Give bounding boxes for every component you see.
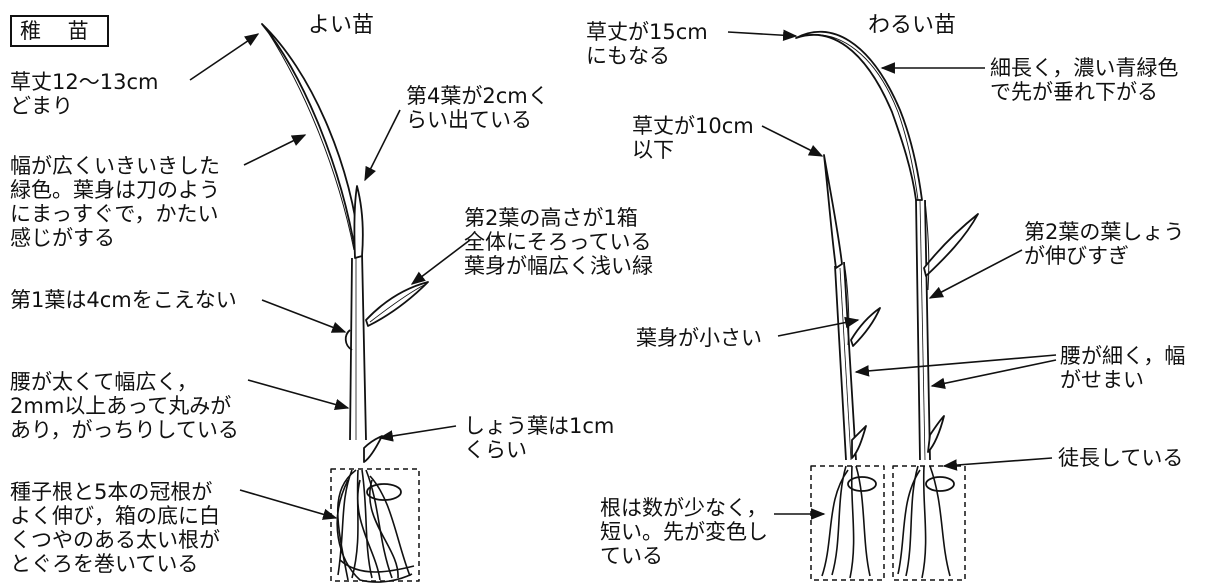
arrow-sheath	[378, 425, 457, 442]
label-height10: 草丈が10cm 以下	[632, 114, 754, 162]
arrow-roots	[239, 489, 338, 520]
good-root-box	[330, 468, 420, 582]
bad-seedling-short	[810, 154, 885, 581]
arrow-narrow-waist-1	[854, 354, 1057, 377]
label-sheath: しょう葉は1cm くらい	[464, 414, 615, 462]
arrow-leaf2	[410, 239, 471, 285]
arrow-leaf4	[364, 109, 401, 182]
label-leaf2: 第2葉の高さが1箱 全体にそろっている 葉身が幅広く浅い緑	[464, 206, 653, 278]
short-top-leaf	[823, 154, 843, 269]
arrow-height15	[727, 29, 798, 41]
tall-sheath	[927, 415, 945, 453]
label-leggy: 徒長している	[1058, 446, 1184, 470]
arrow-leaf-color	[243, 134, 307, 166]
label-leaf4: 第4葉が2cmく らい出ている	[406, 84, 549, 132]
label-leaf1: 第1葉は4cmをこえない	[10, 288, 237, 312]
arrow-narrow-waist-2	[930, 359, 1057, 389]
tall-drooping-leaf	[795, 30, 923, 201]
label-leaf-color: 幅が広くいきいきした 緑色。葉身は刀のよう にまっすぐで，かたい 感じがする	[10, 154, 220, 250]
label-sheath2: 第2葉の葉しょう が伸びすぎ	[1024, 220, 1185, 268]
good-seed	[366, 483, 402, 501]
tall-root-box	[892, 465, 966, 581]
good-leaf4	[353, 185, 364, 259]
label-small-blade: 葉身が小さい	[636, 326, 762, 350]
tall-leaf2	[923, 213, 979, 277]
tall-roots	[897, 465, 951, 579]
label-narrow-waist: 腰が細く，幅 がせまい	[1060, 344, 1186, 392]
leader-lines	[189, 29, 1057, 520]
good-roots	[336, 469, 415, 583]
arrow-waist	[247, 379, 350, 411]
bad-seedling-tall	[795, 30, 979, 581]
label-thin: 細長く，濃い青緑色 で先が垂れ下がる	[990, 56, 1179, 104]
label-roots-few: 根は数が少なく， 短い。先が変色し ている	[600, 496, 768, 568]
arrow-leaf1	[261, 299, 347, 333]
boxed-title: 稚 苗	[10, 15, 109, 47]
short-sheath	[851, 425, 867, 459]
label-roots: 種子根と5本の冠根が よく伸び，箱の底に白 くつやのある太い根が とぐろを巻いて…	[10, 480, 220, 576]
good-seedling-title: よい苗	[308, 13, 375, 38]
arrow-leggy	[942, 457, 1053, 471]
bad-seedling-title: わるい苗	[868, 13, 957, 38]
label-height15: 草丈が15cm にもなる	[586, 20, 708, 68]
good-seedling-plant	[261, 23, 429, 583]
short-root-box	[810, 465, 885, 581]
good-main-leaf	[261, 23, 361, 256]
arrow-sheath2	[928, 249, 1023, 299]
short-leaf-blade	[850, 307, 881, 347]
short-roots	[821, 465, 871, 579]
arrow-height	[189, 33, 260, 81]
label-height: 草丈12〜13cm どまり	[10, 70, 159, 118]
good-leaf2	[365, 281, 429, 327]
arrow-height10	[761, 125, 824, 157]
good-stem	[349, 251, 367, 441]
arrow-small-blade	[777, 316, 860, 337]
label-waist: 腰が太くて幅広く， 2mm以上あって丸みが あり，がっちりしている	[10, 370, 239, 442]
